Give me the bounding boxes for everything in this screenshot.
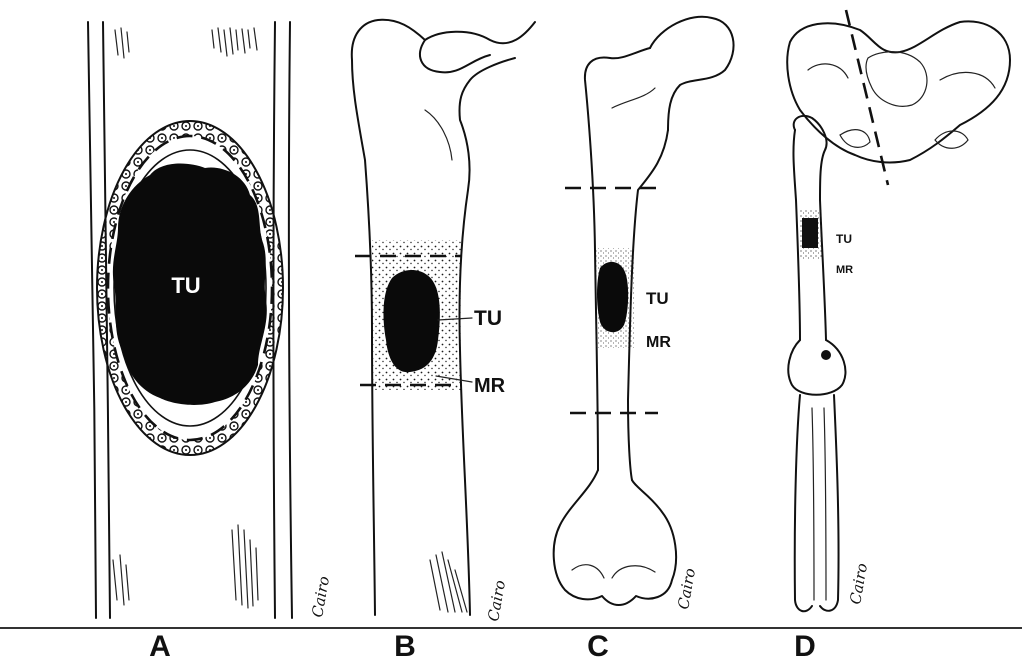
panel-label-b: B: [394, 630, 416, 660]
artist-signature-a: Cairo: [308, 575, 333, 619]
panel-label-d: D: [794, 630, 816, 660]
tumor-label-a: TU: [171, 273, 200, 298]
panel-c: TU MR Cairo: [554, 17, 734, 611]
panel-d: TU MR Cairo: [787, 10, 1010, 611]
tumor-label-c: TU: [646, 289, 669, 308]
artist-signature-b: Cairo: [484, 579, 509, 623]
artist-signature-d: Cairo: [846, 562, 871, 606]
artist-signature-c: Cairo: [674, 567, 699, 611]
margin-label-d: MR: [836, 264, 853, 276]
panel-b: TU MR Cairo: [352, 20, 535, 623]
panel-a: TU Cairo: [88, 22, 333, 619]
margin-label-c: MR: [646, 334, 671, 351]
panel-c-margin-zone: [596, 248, 634, 348]
panel-a-tumor-mass: TU: [113, 164, 267, 405]
panel-d-femur-tibia: [788, 116, 845, 611]
panel-d-tumor: [799, 210, 823, 260]
margin-label-b: MR: [474, 375, 506, 397]
panel-c-femur-outline: [554, 17, 734, 605]
panel-label-c: C: [587, 630, 609, 660]
panel-d-pelvis: [787, 21, 1010, 162]
panel-label-a: A: [149, 630, 171, 660]
tumor-label-d: TU: [836, 232, 852, 246]
panel-b-margin-zone: [372, 240, 462, 390]
tumor-label-b: TU: [474, 307, 502, 330]
